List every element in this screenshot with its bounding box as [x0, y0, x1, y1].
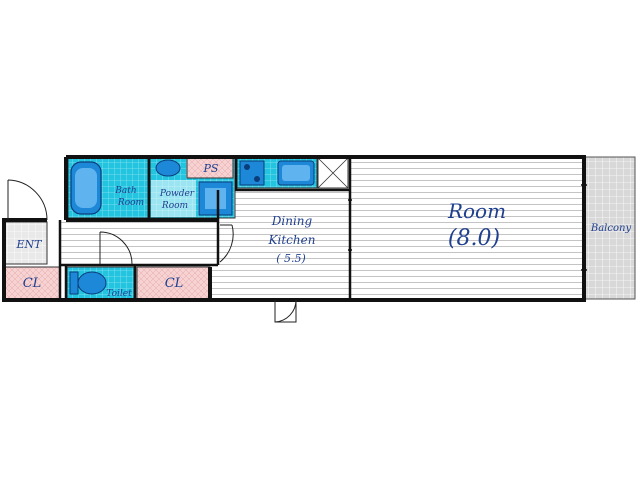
- washer-inner-icon: [205, 188, 226, 209]
- powder-room-label: Room: [161, 201, 188, 211]
- toilet-tank-icon: [69, 271, 79, 295]
- hallway-floor: [60, 222, 216, 264]
- closet-right-label: CL: [165, 276, 184, 291]
- burner-icon: [244, 164, 250, 170]
- closet-left-label: CL: [23, 276, 42, 291]
- room-size: (8.0): [448, 226, 500, 251]
- dining-kitchen-label: Kitchen: [268, 233, 316, 247]
- washbasin-icon: [155, 159, 181, 177]
- toilet-label: Toilet: [106, 289, 132, 299]
- stove-icon: [239, 160, 265, 186]
- powder-room-inner: [151, 180, 196, 217]
- toilet-bowl-icon: [77, 271, 107, 295]
- entrance-label: ENT: [16, 238, 44, 251]
- bath-room-label: Room: [117, 198, 144, 208]
- doors: [7, 179, 297, 323]
- window-marks: [348, 184, 587, 271]
- powder-room-label: Powder: [159, 189, 195, 199]
- balcony-label: Balcony: [590, 223, 632, 234]
- dining-kitchen-size: ( 5.5): [276, 252, 306, 265]
- walls: [2, 155, 586, 302]
- closet-right: [136, 266, 211, 300]
- interior-walls: [58, 157, 352, 300]
- dining-kitchen-label: Dining: [271, 214, 313, 228]
- room-main: [350, 158, 583, 299]
- sink-inner-icon: [282, 165, 310, 181]
- room-label: Room: [447, 199, 506, 223]
- balcony-area: [584, 156, 636, 300]
- burner-icon: [254, 176, 260, 182]
- bathtub-inner-icon: [75, 168, 97, 208]
- bath-room-label: Bath: [114, 186, 136, 196]
- pipe-space-label: PS: [203, 162, 219, 175]
- fridge-cross: [317, 157, 349, 189]
